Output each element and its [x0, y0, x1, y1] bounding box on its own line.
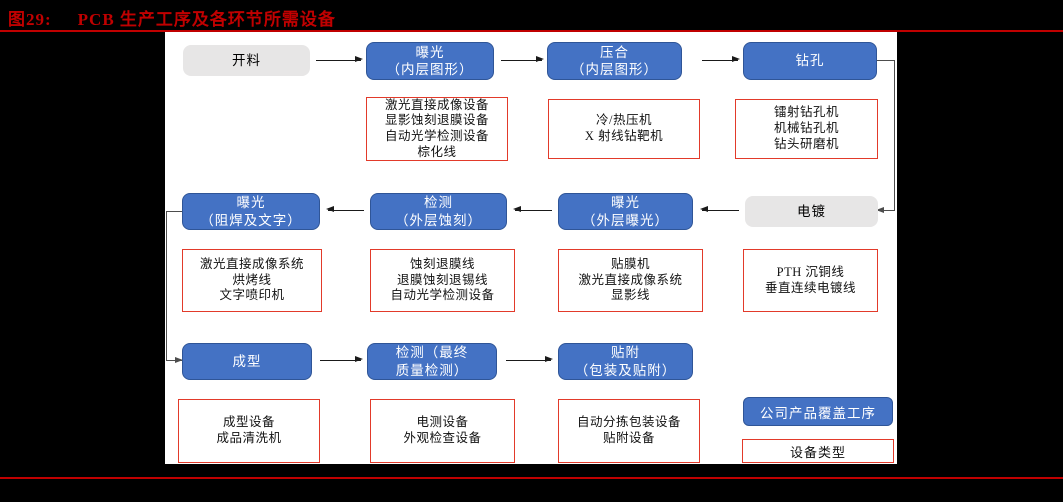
connector-arrowhead-right-icon	[175, 356, 183, 363]
equipment-box-zuhan-wenzi: 激光直接成像系统烘烤线文字喷印机	[182, 249, 322, 312]
equipment-box-zuizhong-jiance: 电测设备外观检查设备	[370, 399, 515, 463]
legend-equipment-label: 设备类型	[789, 444, 846, 460]
flow-node-diandu: 电镀	[745, 196, 878, 227]
node-label: 曝光	[415, 44, 445, 60]
node-label: 贴附	[611, 345, 640, 361]
bottom-rule	[0, 477, 1063, 479]
arrow-jiance-to-tiefu	[506, 356, 553, 363]
figure-label: 图29:	[8, 10, 52, 29]
node-sublabel: （外层蚀刻）	[395, 212, 482, 228]
node-sublabel: （阻焊及文字）	[200, 212, 302, 228]
node-sublabel: 质量检测）	[395, 362, 469, 378]
node-label: 曝光	[236, 195, 266, 211]
figure-header: 图29: PCB 生产工序及各环节所需设备	[8, 5, 336, 30]
arrow-baoguang-waiceng-to-jiance	[513, 206, 552, 213]
node-label: 曝光	[611, 195, 640, 211]
figure-title: PCB 生产工序及各环节所需设备	[77, 10, 336, 29]
node-label: 电镀	[797, 203, 826, 219]
flow-node-tiefu: 贴附 （包装及贴附）	[558, 343, 693, 380]
legend-covered-process: 公司产品覆盖工序	[743, 397, 893, 426]
flow-node-kailiao: 开料	[183, 45, 310, 76]
connector-zuankong-to-diandu	[877, 60, 895, 211]
arrow-baoguang-to-yahe	[501, 56, 544, 63]
connector-arrowhead-left-icon	[876, 206, 884, 213]
flow-node-jiance-waiceng: 检测 （外层蚀刻）	[370, 193, 507, 230]
top-rule	[0, 30, 1063, 32]
flow-node-jiance-zuizhong: 检测（最终 质量检测）	[367, 343, 497, 380]
arrow-yahe-to-zuankong	[702, 56, 740, 63]
node-label: 检测	[424, 195, 453, 211]
equipment-box-zuankong: 镭射钻孔机机械钻孔机钻头研磨机	[735, 99, 878, 159]
node-sublabel: （外层曝光）	[582, 212, 669, 228]
arrow-jiance-to-baoguang-zuhan	[326, 206, 364, 213]
node-sublabel: （内层图形）	[386, 62, 474, 77]
flow-node-baoguang-waiceng: 曝光 （外层曝光）	[558, 193, 693, 230]
equipment-box-diandu: PTH 沉铜线垂直连续电镀线	[743, 249, 878, 312]
equipment-box-waiceng-baoguang: 贴膜机激光直接成像系统显影线	[558, 249, 703, 312]
equipment-box-chengxing: 成型设备成品清洗机	[178, 399, 320, 463]
node-label: 压合	[600, 44, 629, 60]
node-sublabel: （包装及贴附）	[574, 362, 677, 378]
node-label: 成型	[232, 353, 262, 369]
node-label: 检测（最终	[395, 345, 469, 361]
flow-node-chengxing: 成型	[182, 343, 312, 380]
equipment-box-neiceng-tuxing: 激光直接成像设备显影蚀刻退膜设备自动光学检测设备棕化线	[366, 97, 508, 161]
node-sublabel: （内层图形）	[571, 62, 658, 77]
flow-node-yahe: 压合 （内层图形）	[547, 42, 682, 80]
arrow-diandu-to-baoguang-waiceng	[700, 206, 739, 213]
diagram-panel: 开料 曝光 （内层图形） 压合 （内层图形） 钻孔 激光直接成像设备显影蚀刻退膜…	[165, 32, 897, 464]
flow-node-baoguang-zuhan: 曝光 （阻焊及文字）	[182, 193, 320, 230]
legend-equipment-type: 设备类型	[742, 439, 894, 463]
legend-covered-label: 公司产品覆盖工序	[760, 405, 876, 421]
node-label: 开料	[232, 52, 261, 68]
flow-node-zuankong: 钻孔	[743, 42, 877, 80]
flow-node-baoguang-neiceng: 曝光 （内层图形）	[366, 42, 494, 80]
node-label: 钻孔	[795, 53, 825, 69]
arrow-kailiao-to-baoguang	[316, 56, 363, 63]
connector-zuhan-to-chengxing	[166, 211, 182, 361]
equipment-box-tiefu: 自动分拣包装设备贴附设备	[558, 399, 700, 463]
equipment-box-waiceng-shike: 蚀刻退膜线退膜蚀刻退锡线自动光学检测设备	[370, 249, 515, 312]
arrow-chengxing-to-jiance	[320, 356, 363, 363]
